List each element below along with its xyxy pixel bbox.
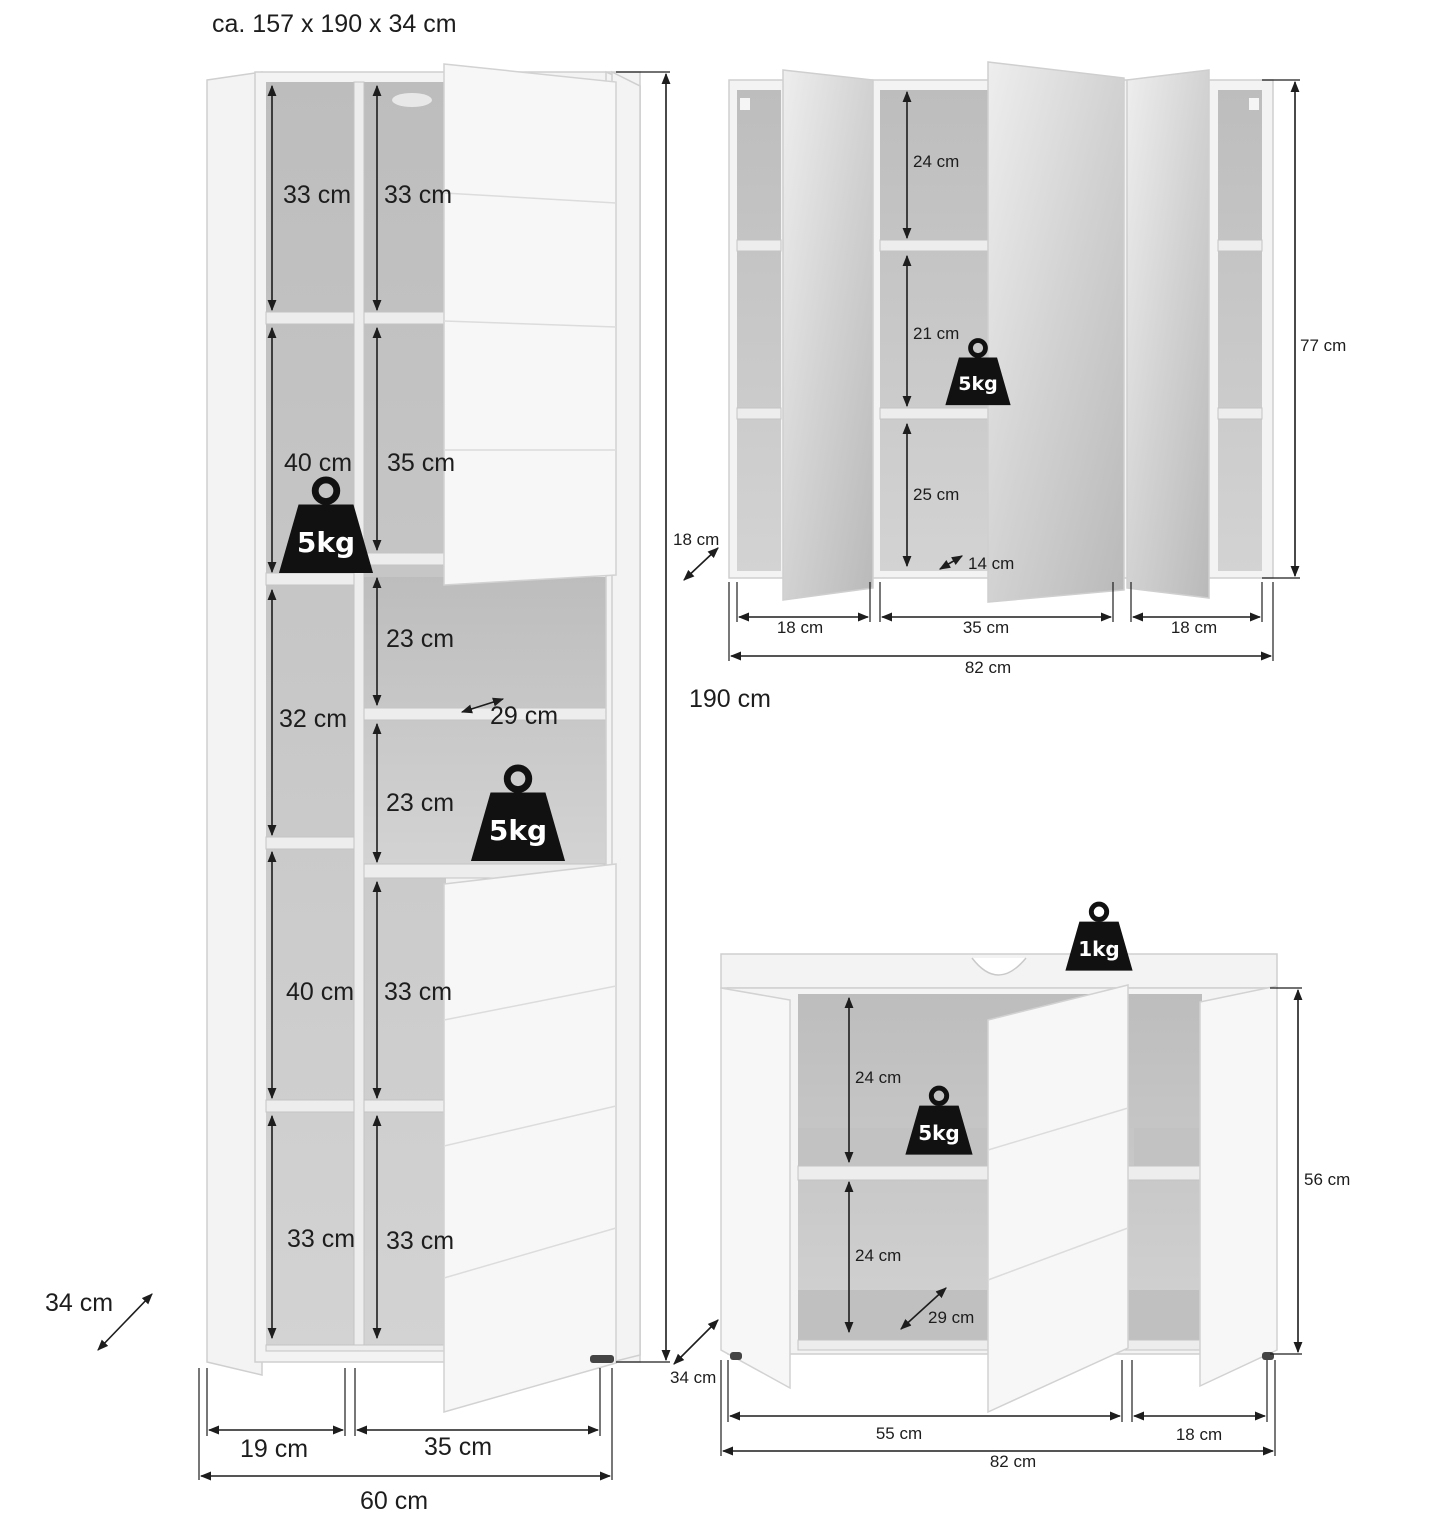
right-compartment-5-height: 33 cm [384,978,452,1006]
weight-icon: 5kg [905,1088,972,1155]
overall-size-label: ca. 157 x 190 x 34 cm [212,10,457,38]
mirror-center-width: 35 cm [963,618,1009,637]
vanity-compartment-2-height: 24 cm [855,1246,901,1265]
tall-cabinet-width-dimensions [198,1368,613,1481]
mirror-cabinet-height: 77 cm [1300,336,1346,355]
vanity-cabinet-height: 56 cm [1304,1170,1350,1189]
tall-cabinet-height: 190 cm [689,685,771,713]
tall-cabinet-lower-door [443,863,617,1413]
svg-text:5kg: 5kg [297,526,355,559]
mirror-total-width: 82 cm [965,658,1011,677]
mirror-shelf-depth: 14 cm [968,554,1014,573]
vanity-right-width: 18 cm [1176,1425,1222,1444]
mirror-door-left [782,69,874,601]
tall-cabinet-height-dimension [616,71,671,1363]
vanity-compartment-1-height: 24 cm [855,1068,901,1087]
left-compartment-2-height: 40 cm [284,449,352,477]
svg-text:5kg: 5kg [958,373,997,395]
weight-icon: 5kg [279,480,373,573]
tall-cabinet-depth: 34 cm [45,1289,113,1317]
mirror-door-center [987,61,1125,603]
vanity-door-center [987,984,1129,1414]
svg-text:5kg: 5kg [918,1121,960,1145]
tall-cabinet-left-side [206,71,263,1376]
right-compartment-1-height: 33 cm [384,181,452,209]
right-compartment-3-height: 23 cm [386,625,454,653]
left-compartment-4-height: 40 cm [286,978,354,1006]
tall-left-width: 19 cm [240,1435,308,1463]
vanity-cabinet-depth: 34 cm [670,1368,716,1387]
vanity-cabinet [720,953,1278,1414]
svg-text:5kg: 5kg [489,814,547,847]
mirror-left-width: 18 cm [777,618,823,637]
mirror-cabinet-dimensions [683,79,1300,661]
left-compartment-1-height: 33 cm [283,181,351,209]
tall-cabinet-inner-dimensions [267,84,505,1340]
vanity-shelf-depth: 29 cm [928,1308,974,1327]
left-compartment-5-height: 33 cm [287,1225,355,1253]
mirror-cabinet [728,61,1274,603]
tall-cabinet-divider [353,81,365,1348]
vanity-door-left [720,987,791,1390]
weight-icon: 5kg [945,341,1010,406]
vanity-door-right [1199,985,1278,1388]
tall-right-width: 35 cm [424,1433,492,1461]
right-compartment-4-height: 23 cm [386,789,454,817]
left-compartment-3-height: 32 cm [279,705,347,733]
weight-icon: 1kg [1065,904,1132,971]
vanity-cabinet-dimensions [673,987,1303,1456]
mirror-compartment-2-height: 21 cm [913,324,959,343]
mirror-compartment-3-height: 25 cm [913,485,959,504]
weight-icon: 5kg [471,768,565,861]
vanity-left-width: 55 cm [876,1424,922,1443]
svg-text:1kg: 1kg [1078,937,1120,961]
vanity-total-width: 82 cm [990,1452,1036,1471]
tall-total-width: 60 cm [360,1487,428,1515]
right-compartment-6-height: 33 cm [386,1227,454,1255]
tall-shelf-depth: 29 cm [490,702,558,730]
mirror-compartment-1-height: 24 cm [913,152,959,171]
mirror-cabinet-depth: 18 cm [673,530,719,549]
right-compartment-2-height: 35 cm [387,449,455,477]
mirror-right-width: 18 cm [1171,618,1217,637]
mirror-door-right [1126,69,1210,599]
